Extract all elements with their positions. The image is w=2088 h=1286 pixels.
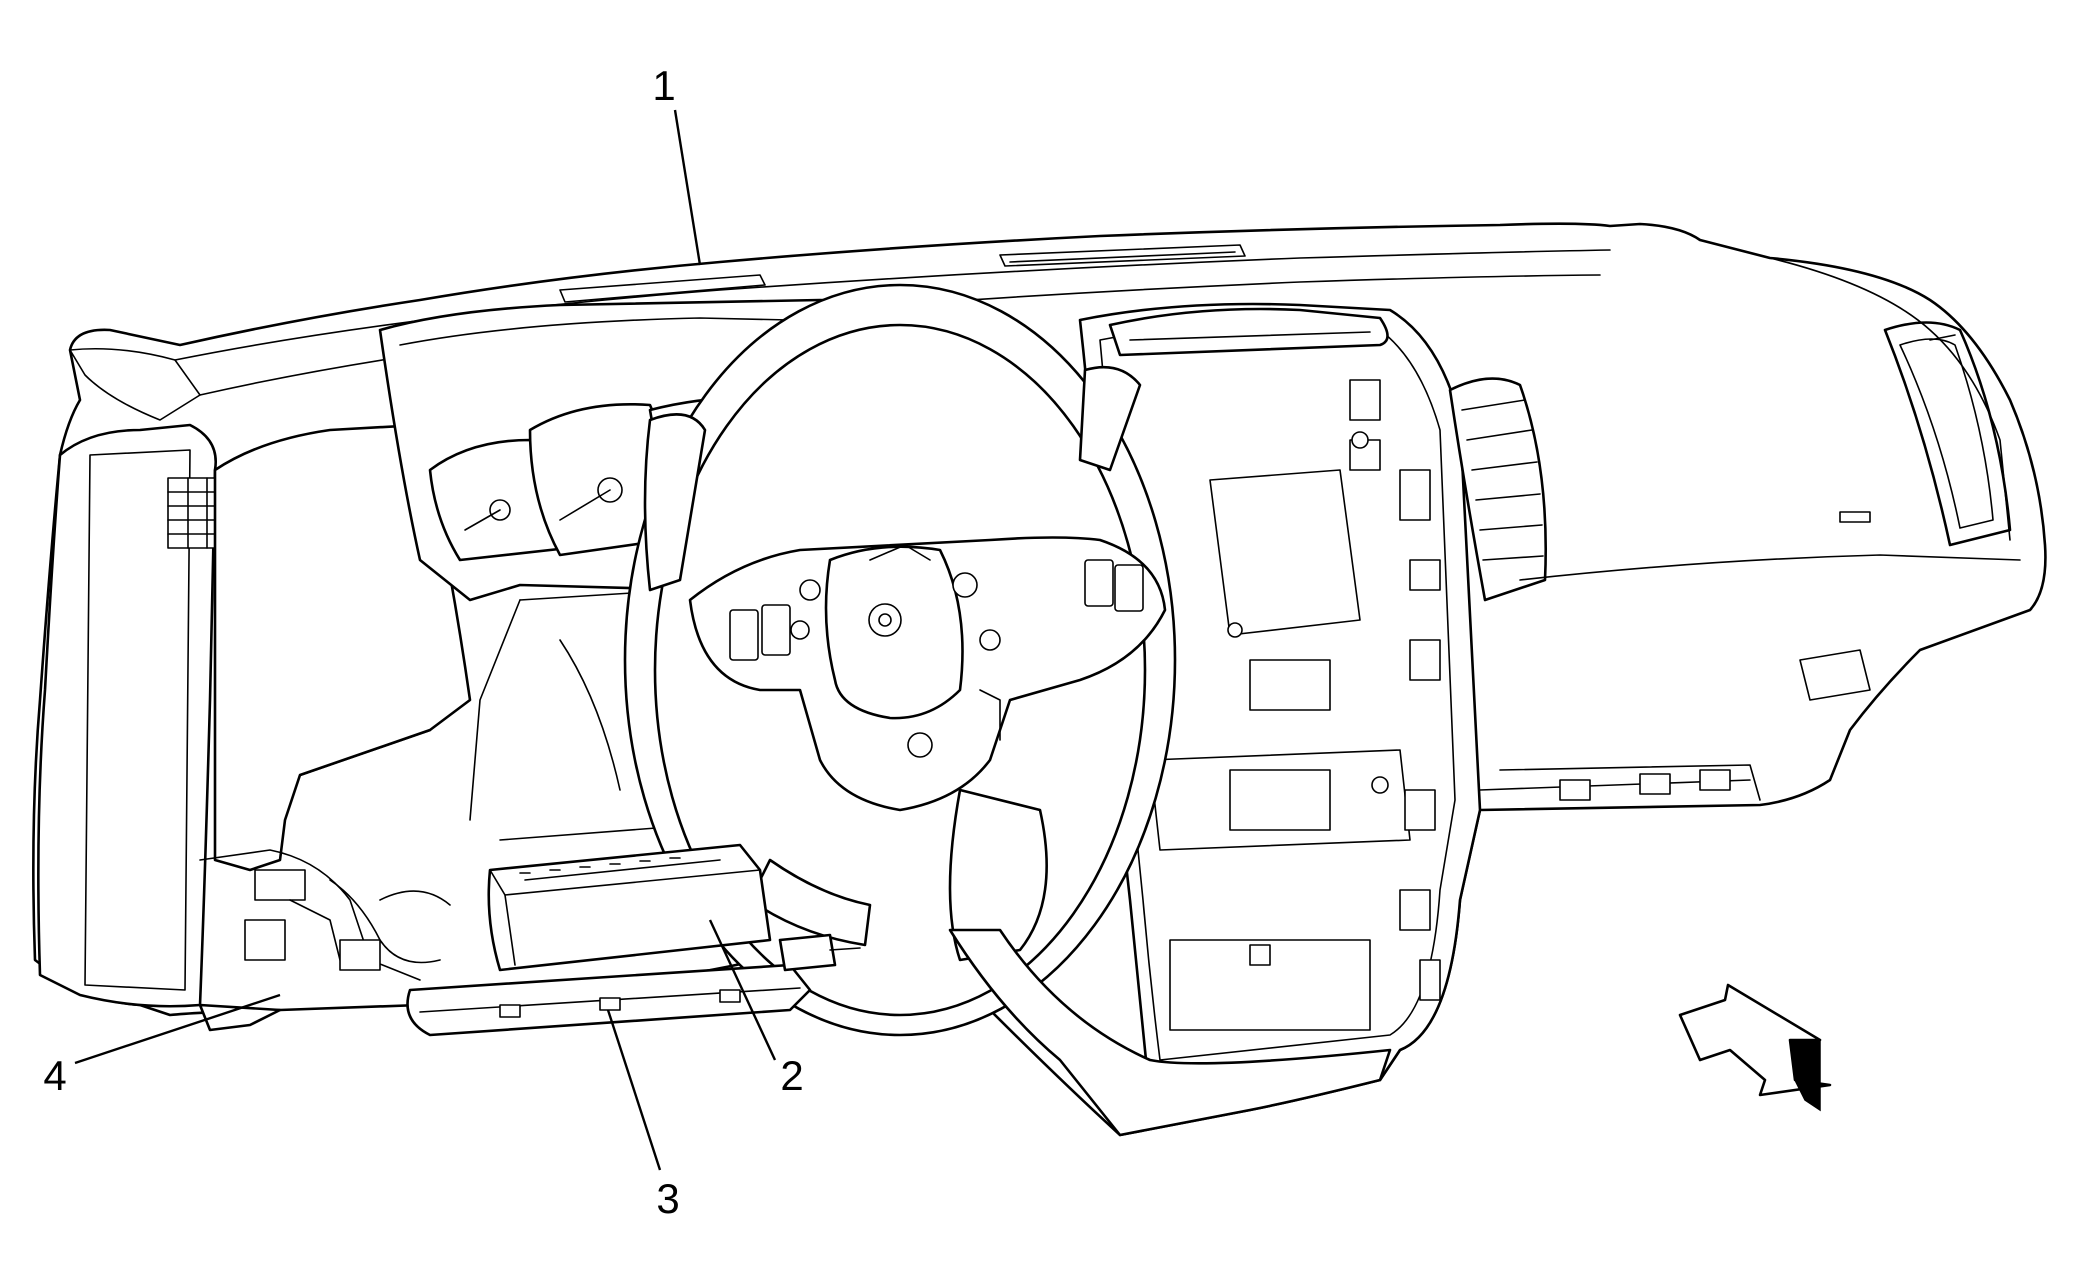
leader-2 <box>708 919 777 1061</box>
callout-3: 3 <box>656 1175 679 1222</box>
view-direction-arrow <box>1678 983 1832 1112</box>
lower-passenger-trim <box>1479 769 1751 801</box>
callout-labels: 1 2 3 4 <box>43 62 803 1222</box>
defrost-grille <box>559 244 1246 303</box>
callout-2: 2 <box>780 1052 803 1099</box>
right-steering-switches <box>952 559 1144 651</box>
right-side-air-vent <box>1839 321 2012 547</box>
lower-support-bracket <box>406 933 861 1037</box>
leader-4 <box>74 993 281 1065</box>
center-right-air-vent <box>1448 377 1548 602</box>
left-steering-switches <box>729 579 821 661</box>
left-end-cap <box>37 423 218 1008</box>
callout-4: 4 <box>43 1052 66 1099</box>
glovebox-latch <box>1799 649 1871 701</box>
leader-1 <box>673 109 702 266</box>
center-stack <box>1078 302 1482 1102</box>
leader-3 <box>606 1009 662 1171</box>
lower-left-closeout <box>198 1003 282 1032</box>
lower-left-harness-area <box>199 849 451 981</box>
callout-1: 1 <box>652 62 675 109</box>
knee-bolster <box>948 928 1392 1137</box>
steering-wheel <box>623 283 1392 1137</box>
body-control-module <box>487 843 772 972</box>
callout-leaders <box>74 109 777 1171</box>
